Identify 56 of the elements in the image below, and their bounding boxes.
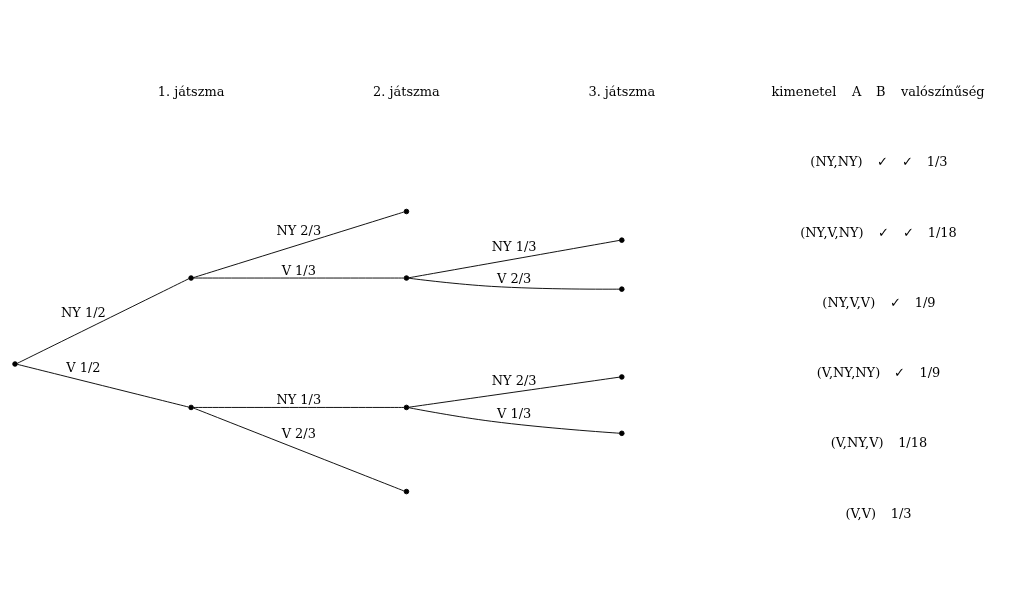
edge-label: V 2/3	[281, 426, 316, 442]
edge-label: V 1/3	[281, 262, 316, 278]
edge-label: NY 1/3	[491, 239, 537, 255]
node-circle	[188, 275, 194, 281]
node-label: ✓	[889, 294, 901, 310]
connector	[408, 376, 620, 408]
node-circle	[619, 237, 625, 243]
connector	[193, 407, 405, 408]
node-circle	[12, 361, 18, 367]
connector	[408, 407, 620, 434]
node-circle	[188, 404, 194, 411]
node-circle	[403, 208, 410, 215]
node-circle	[619, 374, 625, 380]
edge-label: NY 2/3	[491, 373, 537, 389]
connector	[193, 277, 405, 279]
node-label: 1/3	[890, 505, 912, 521]
label: 2. játszma	[373, 83, 440, 99]
node-label: (V,V)	[845, 505, 877, 521]
node-circle	[403, 488, 410, 495]
connector	[408, 240, 620, 279]
node-circle	[619, 286, 625, 292]
label: 1. játszma	[157, 83, 225, 99]
connector	[408, 277, 620, 290]
node-circle	[619, 430, 625, 437]
node-circle	[403, 275, 410, 281]
node-label: (NY,NY)	[810, 154, 863, 170]
edge-label: V 1/3	[497, 405, 532, 421]
node-label: ✓	[877, 224, 889, 240]
label: valószínűség	[900, 84, 985, 100]
node-label: ✓	[902, 224, 914, 240]
node-label: ✓	[894, 365, 906, 381]
node-label: ✓	[876, 154, 888, 170]
connector	[17, 363, 189, 408]
node-circle	[403, 404, 410, 411]
node-label: ✓	[901, 154, 913, 170]
node-label: 1/3	[926, 154, 948, 170]
connector	[192, 407, 405, 492]
connector	[17, 278, 190, 364]
edge-label: NY 1/3	[276, 391, 322, 407]
node-label: (V,NY,NY)	[816, 365, 881, 381]
label: kimenetel	[771, 84, 837, 100]
node-label: (NY,V,V)	[822, 294, 876, 310]
node-label: (V,NY,V)	[830, 435, 884, 451]
node-label: 1/9	[914, 294, 936, 310]
node-label: 1/18	[898, 435, 928, 451]
edge-label: V 1/2	[66, 359, 101, 375]
node-label: 1/9	[919, 365, 941, 381]
label: A	[851, 84, 862, 100]
label: B	[875, 84, 886, 100]
edge-label: V 2/3	[497, 270, 532, 286]
node-label: 1/18	[927, 224, 957, 240]
label: 3. játszma	[588, 83, 656, 99]
node-label: (NY,V,NY)	[800, 224, 864, 240]
connector	[192, 211, 405, 279]
edge-label: NY 1/2	[61, 305, 106, 321]
edge-label: NY 2/3	[276, 222, 322, 238]
